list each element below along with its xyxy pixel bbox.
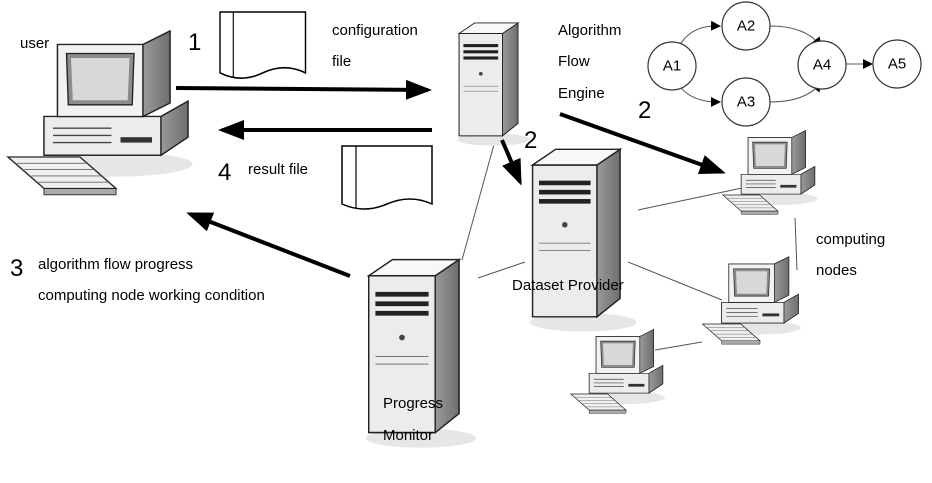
dataset-provider-label: Dataset Provider xyxy=(512,277,624,294)
link-monitor-dataset xyxy=(477,261,526,279)
user-label: user xyxy=(20,35,49,52)
data-flow-arrows xyxy=(175,79,726,278)
node-a2 xyxy=(721,1,771,51)
arrow-engine-to-dataset xyxy=(500,139,522,186)
arrow-engine-to-nodes xyxy=(559,112,726,174)
link-dataset-node2 xyxy=(627,261,723,301)
computing-node-2 xyxy=(702,256,802,345)
node-a1-label: A1 xyxy=(663,58,681,75)
node-a4-label: A4 xyxy=(813,57,831,74)
link-node2-node3 xyxy=(654,341,703,351)
link-engine-monitor xyxy=(461,129,499,261)
computing-node-3 xyxy=(570,329,666,414)
algorithm-flow-graph: A1 A2 A3 A4 A5 xyxy=(647,1,922,127)
progress-monitor-label-line2: Monitor xyxy=(383,427,433,444)
result-file-label: result file xyxy=(248,161,308,178)
engine-label-line2: Flow xyxy=(558,53,590,70)
step-3-number: 3 xyxy=(10,255,23,282)
node-a3 xyxy=(721,77,771,127)
configuration-file-doc xyxy=(219,11,307,79)
node-a5-label: A5 xyxy=(888,56,906,73)
arrow-monitor-to-user xyxy=(186,212,351,278)
progress-monitor-label-line1: Progress xyxy=(383,395,443,412)
computing-nodes-label-line2: nodes xyxy=(816,262,857,279)
progress-text-line1: algorithm flow progress xyxy=(38,256,193,273)
step-2-nodes-number: 2 xyxy=(638,97,651,124)
arrow-config-to-engine xyxy=(175,79,432,100)
progress-monitor-server xyxy=(365,258,477,449)
engine-label-line3: Engine xyxy=(558,85,605,102)
node-a2-label: A2 xyxy=(737,18,755,35)
config-file-label-line1: configuration xyxy=(332,22,418,39)
edge-a2-a4 xyxy=(769,25,822,48)
dataset-provider-server xyxy=(529,148,638,333)
result-file-doc xyxy=(341,145,433,210)
link-node1-node2 xyxy=(794,217,798,271)
node-a1 xyxy=(647,41,697,91)
node-a4 xyxy=(797,40,847,90)
step-1-number: 1 xyxy=(188,29,201,56)
step-2-dataset-number: 2 xyxy=(524,127,537,154)
progress-text-line2: computing node working condition xyxy=(38,287,265,304)
computing-node-1 xyxy=(722,130,818,215)
node-a3-label: A3 xyxy=(737,94,755,111)
user-computer xyxy=(7,30,194,196)
node-a5 xyxy=(872,39,922,89)
config-file-label-line2: file xyxy=(332,53,351,70)
engine-label-line1: Algorithm xyxy=(558,22,621,39)
link-dataset-node1 xyxy=(637,187,743,211)
computing-nodes-label-line1: computing xyxy=(816,231,885,248)
engine-server xyxy=(456,22,530,147)
step-4-number: 4 xyxy=(218,159,231,186)
